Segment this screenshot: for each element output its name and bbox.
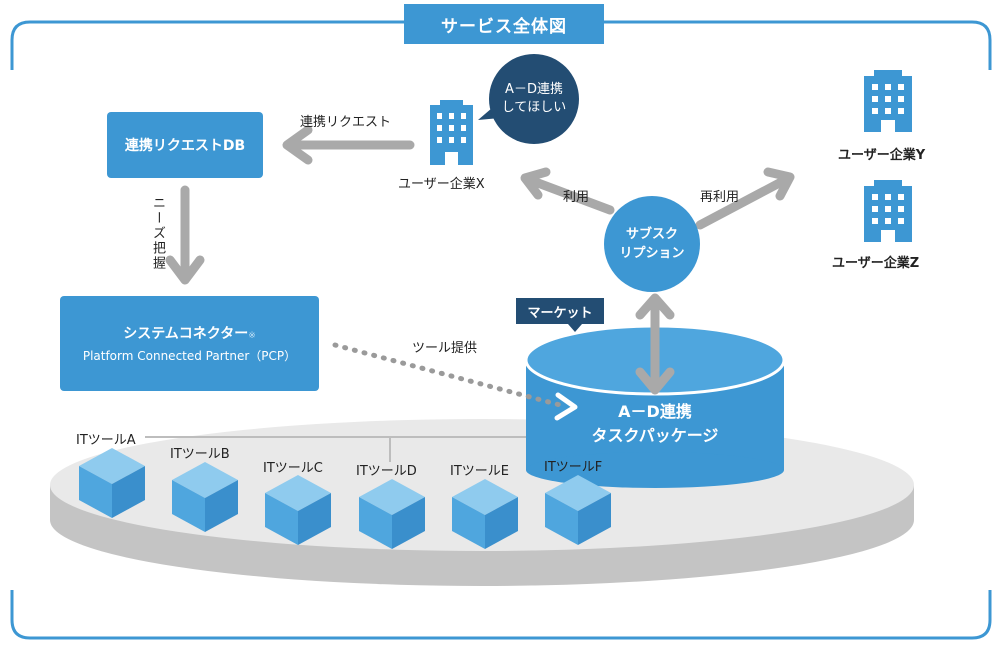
tool-provide-label: ツール提供: [412, 341, 478, 356]
connector-box: システムコネクター※ Platform Connected Partner（PC…: [60, 296, 319, 391]
tool-label-f: ITツールF: [544, 460, 603, 475]
user-x-label: ユーザー企業X: [398, 177, 485, 192]
tool-cube-icon: [265, 475, 331, 545]
connector-subtitle: Platform Connected Partner（PCP）: [82, 349, 297, 363]
subscription-line2: リプション: [619, 246, 685, 261]
arrow-reuse: [695, 167, 795, 230]
package-line1: A－D連携: [618, 402, 692, 421]
arrow-market-sub: [635, 293, 675, 395]
user-y-label: ユーザー企業Y: [838, 148, 926, 163]
arrow-use: [520, 167, 615, 215]
request-label: 連携リクエスト: [300, 115, 392, 130]
tool-cube-icon: [172, 462, 238, 532]
use-label: 利用: [563, 190, 590, 205]
package-line2: タスクパッケージ: [591, 426, 719, 445]
market-tag: マーケット: [516, 298, 604, 324]
tool-label-c: ITツールC: [263, 461, 323, 476]
arrow-needs: [165, 185, 205, 285]
tool-cube-icon: [79, 448, 145, 518]
connector-title: システムコネクター: [123, 326, 249, 342]
frame-bottom-bracket: [10, 590, 992, 640]
tool-cube-icon: [359, 479, 425, 549]
arrow-tool-provide: [332, 342, 563, 408]
request-db-label: 連携リクエストDB: [124, 138, 246, 154]
reuse-label: 再利用: [700, 190, 740, 205]
tool-label-d: ITツールD: [356, 464, 417, 479]
tool-label-a: ITツールA: [76, 433, 136, 448]
request-bubble: A－D連携 してほしい: [489, 54, 579, 144]
user-z-label: ユーザー企業Z: [832, 256, 920, 271]
connector-title-row: システムコネクター※: [123, 323, 256, 343]
request-db-box: 連携リクエストDB: [107, 112, 263, 178]
subscription-circle: サブスク リプション: [604, 196, 700, 292]
connector-mark: ※: [248, 331, 256, 341]
page-title: サービス全体図: [404, 4, 604, 44]
arrow-request: [282, 125, 415, 165]
tool-connection-line: [145, 436, 565, 462]
frame-top-bracket: [10, 20, 992, 70]
tool-label-e: ITツールE: [450, 464, 509, 479]
tool-label-b: ITツールB: [170, 447, 230, 462]
subscription-line1: サブスク: [625, 227, 678, 242]
bubble-line1: A－D連携: [505, 82, 563, 97]
bubble-line2: してほしい: [501, 100, 567, 115]
tool-cube-icon: [452, 479, 518, 549]
needs-label: ニーズ把握: [150, 196, 165, 271]
tool-cube-icon: [545, 475, 611, 545]
market-tag-tail: [568, 324, 582, 332]
package-label: A－D連携 タスクパッケージ: [565, 400, 745, 448]
